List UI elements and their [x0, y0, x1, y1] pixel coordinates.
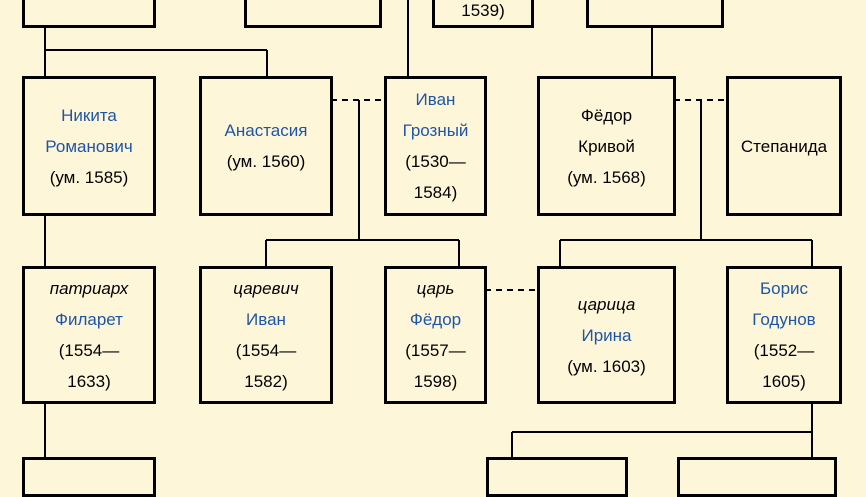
person-name-link[interactable]: Борис — [759, 279, 809, 298]
person-box-fyodor-krivoy: Фёдор Кривой (ум. 1568) — [537, 76, 676, 216]
person-box-stepanida: Степанида — [726, 76, 842, 216]
person-box-top-4 — [586, 0, 724, 28]
person-dates: (1557— — [405, 341, 466, 360]
person-dates: (1554— — [58, 341, 120, 360]
person-dates: (1530— — [405, 152, 466, 171]
person-dates: 1598) — [413, 372, 458, 391]
person-title: царь — [416, 279, 455, 298]
person-name-link[interactable]: Никита — [61, 105, 117, 125]
person-box-bottom-3 — [677, 457, 837, 497]
person-name-link[interactable]: Анастасия — [224, 121, 308, 140]
person-box-bottom-1 — [22, 457, 156, 497]
person-box-nikita-romanovich: Никита Романович (ум. 1585) — [22, 76, 156, 216]
person-title: патриарх — [49, 279, 129, 298]
person-box-tsar-fyodor: царь Фёдор (1557— 1598) — [384, 266, 487, 404]
person-box-tsarevich-ivan: царевич Иван (1554— 1582) — [199, 266, 333, 404]
person-box-top-2 — [244, 0, 382, 28]
person-dates: 1633) — [67, 372, 111, 391]
person-dates: (ум. 1585) — [49, 167, 129, 187]
person-dates: (ум. 1603) — [567, 356, 646, 376]
person-box-tsaritsa-irina: царица Ирина (ум. 1603) — [537, 266, 676, 404]
person-box-anastasia: Анастасия (ум. 1560) — [199, 76, 333, 216]
person-box-top-3: 1539) — [432, 0, 534, 28]
person-name-link[interactable]: Ирина — [581, 325, 632, 345]
person-name-link[interactable]: Филарет — [55, 310, 123, 329]
person-dates: 1582) — [244, 372, 288, 391]
person-name: Кривой — [578, 136, 635, 156]
person-name: Фёдор — [580, 105, 633, 125]
person-name-link[interactable]: Иван — [246, 310, 286, 329]
person-box-top-1 — [22, 0, 156, 28]
person-box-boris-godunov: Борис Годунов (1552— 1605) — [726, 266, 842, 404]
person-dates: (ум. 1568) — [567, 167, 646, 187]
person-box-filaret: патриарх Филарет (1554— 1633) — [22, 266, 156, 404]
person-dates: (ум. 1560) — [226, 152, 306, 171]
person-dates: (1552— — [753, 341, 815, 360]
person-name-link[interactable]: Годунов — [752, 310, 816, 329]
person-box-ivan-grozny: Иван Грозный (1530— 1584) — [384, 76, 487, 216]
person-dates: (1554— — [235, 341, 297, 360]
person-title: царица — [577, 294, 636, 314]
person-name-link[interactable]: Иван — [415, 90, 456, 109]
person-name-link[interactable]: Грозный — [402, 121, 469, 140]
connector-lines — [44, 0, 813, 460]
family-tree-diagram: 1539) Никита Романович (ум. 1585) Анаста… — [22, 0, 842, 497]
person-box-bottom-2 — [486, 457, 628, 497]
person-name: Степанида — [740, 136, 828, 156]
person-name-link[interactable]: Романович — [45, 136, 133, 156]
person-name-link[interactable]: Фёдор — [409, 310, 462, 329]
person-dates: 1605) — [762, 372, 806, 391]
person-dates: 1584) — [413, 183, 458, 202]
person-dates: 1539) — [461, 1, 505, 20]
person-title: царевич — [233, 279, 299, 298]
